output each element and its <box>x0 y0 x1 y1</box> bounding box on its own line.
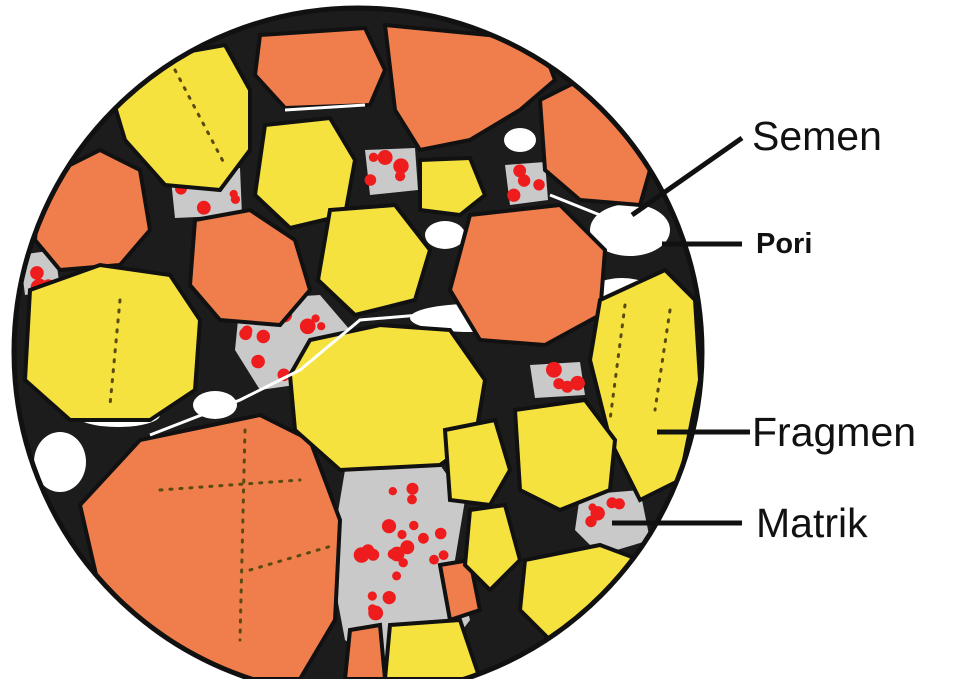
matrix-grain <box>392 571 401 580</box>
fragment-orange <box>450 205 605 345</box>
matrix-grain <box>382 519 396 533</box>
matrix-grain <box>397 530 406 539</box>
matrix-grain <box>418 533 429 544</box>
matrix-grain <box>317 322 325 330</box>
matrix-grain <box>230 190 238 198</box>
matrix-grain <box>395 171 405 181</box>
label-semen: Semen <box>752 116 882 157</box>
matrix-grain <box>378 150 393 165</box>
matrix-grain <box>546 362 562 378</box>
matrix-grain <box>368 606 383 621</box>
matrix-grain <box>518 174 530 186</box>
matrix-grain <box>257 330 270 343</box>
matrix-grain <box>614 498 625 509</box>
pore <box>504 128 536 152</box>
matrix-grain <box>439 550 449 560</box>
matrix-grain <box>585 516 596 527</box>
matrix-grain <box>429 555 439 565</box>
fragment-orange <box>345 625 385 679</box>
matrix-grain <box>312 314 320 322</box>
matrix-grain <box>435 528 447 540</box>
label-pori: Pori <box>756 230 812 259</box>
matrix-grain <box>362 544 374 556</box>
matrix-grain <box>533 179 544 190</box>
matrix-grain <box>368 591 377 600</box>
matrix-grain <box>251 355 265 369</box>
matrix-grain <box>407 483 419 495</box>
matrix-grain <box>409 521 418 530</box>
fragment-orange <box>35 150 150 270</box>
matrix-grain <box>365 174 377 186</box>
pore <box>425 221 465 249</box>
matrix-grain <box>388 549 398 559</box>
fragment-orange <box>255 28 385 108</box>
label-fragmen: Fragmen <box>752 412 916 453</box>
fragment-yellow <box>25 265 200 420</box>
matrix-grain <box>369 153 378 162</box>
matrix-grain <box>561 381 573 393</box>
matrix-grain <box>383 591 396 604</box>
matrix-grain <box>30 266 44 280</box>
label-matrik: Matrik <box>756 503 868 544</box>
matrix-grain <box>589 503 597 511</box>
matrix-grain <box>239 328 252 341</box>
matrix-grain <box>389 487 397 495</box>
matrix-grain <box>407 495 417 505</box>
matrix-grain <box>507 189 520 202</box>
fragment-yellow <box>520 545 640 640</box>
matrix-grain <box>197 201 211 215</box>
